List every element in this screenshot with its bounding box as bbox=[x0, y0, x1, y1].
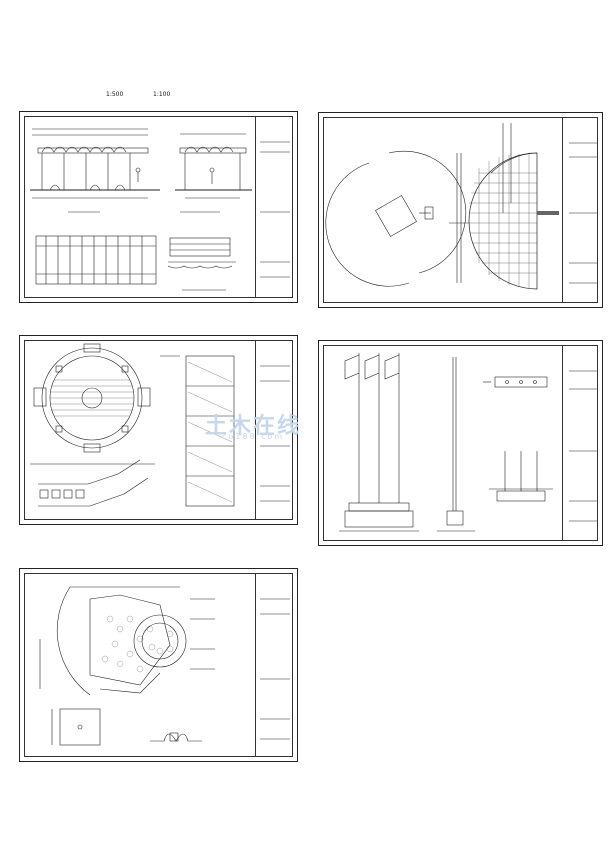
flagpole-drawing bbox=[339, 353, 597, 532]
title-block bbox=[562, 117, 601, 303]
drawing-sheet-2 bbox=[318, 112, 603, 308]
drawing-sheet-1 bbox=[19, 111, 298, 303]
watermark-subtext: co188.com bbox=[222, 432, 285, 441]
sheet-frame bbox=[24, 340, 293, 520]
plaza-plan-drawing bbox=[325, 123, 597, 290]
sheet-frame bbox=[323, 117, 598, 303]
sheet-frame bbox=[323, 345, 598, 541]
entrance-plaza-drawing bbox=[39, 586, 290, 746]
sheet-frame bbox=[24, 573, 293, 757]
drawing-sheet-5 bbox=[19, 568, 298, 762]
scale-label-left: 1:500 bbox=[106, 91, 124, 98]
drawing-sheet-3 bbox=[19, 335, 298, 525]
title-block bbox=[255, 116, 294, 298]
round-paving-drawing bbox=[30, 343, 290, 507]
pergola-elevation-drawing bbox=[30, 128, 290, 291]
sheet-frame bbox=[24, 116, 293, 298]
watermark-text: 土木在线 bbox=[205, 414, 302, 439]
title-block bbox=[255, 340, 294, 520]
title-block bbox=[255, 573, 294, 757]
drawing-sheet-4 bbox=[318, 340, 603, 546]
title-block bbox=[562, 345, 601, 541]
scale-label-right: 1:100 bbox=[153, 91, 171, 98]
